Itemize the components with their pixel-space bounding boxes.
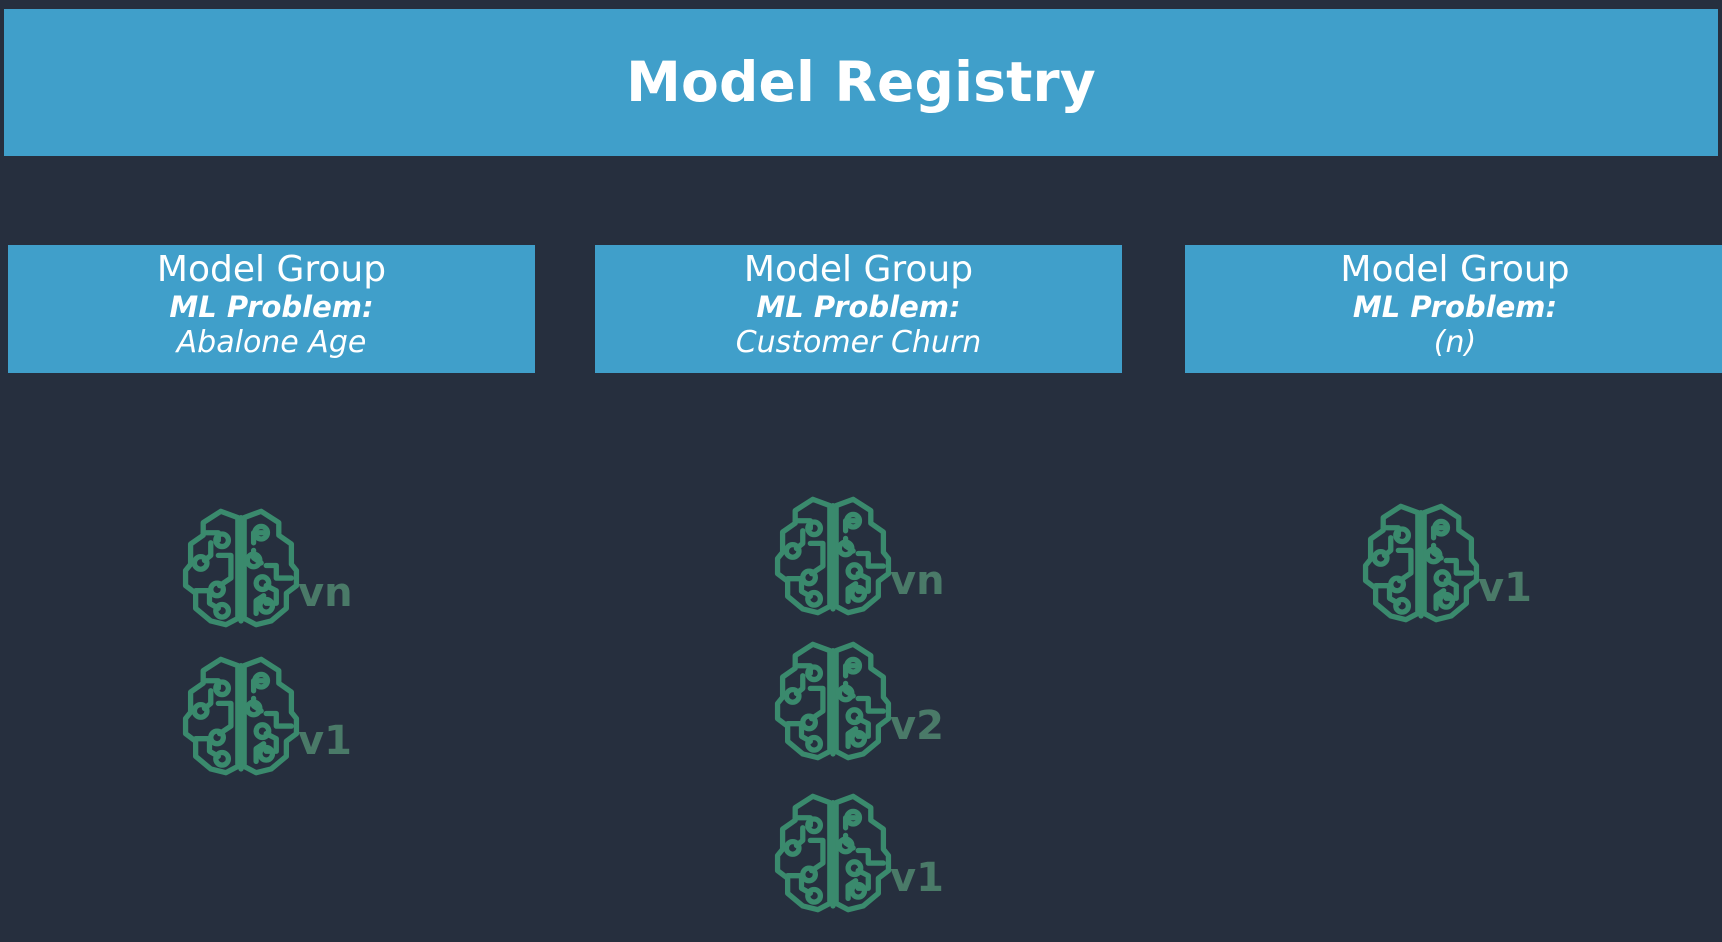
model-group-box-n[interactable]: Model Group ML Problem: (n) (1185, 245, 1722, 373)
model-version-label: v1 (1478, 565, 1532, 611)
ml-problem-label: ML Problem: (756, 290, 961, 325)
ml-problem-value: (n) (1433, 325, 1477, 361)
ml-problem-label: ML Problem: (169, 290, 374, 325)
model-version-label: vn (890, 558, 945, 604)
model-version-item[interactable]: vn (770, 493, 945, 619)
model-group-title: Model Group (156, 249, 387, 290)
model-version-item[interactable]: v2 (770, 638, 944, 764)
brain-circuit-icon (774, 641, 892, 761)
ml-problem-value: Abalone Age (176, 325, 367, 361)
model-group-box-abalone-age[interactable]: Model Group ML Problem: Abalone Age (8, 245, 535, 373)
model-version-label: v1 (298, 718, 352, 764)
model-group-title: Model Group (1340, 249, 1570, 290)
model-version-label: v2 (890, 703, 944, 749)
page-title: Model Registry (626, 50, 1096, 114)
model-registry-header: Model Registry (4, 9, 1718, 156)
brain-circuit-icon (1362, 503, 1480, 623)
model-version-item[interactable]: v1 (1358, 500, 1532, 626)
brain-circuit-icon (182, 656, 300, 776)
model-version-label: vn (298, 570, 353, 616)
model-version-item[interactable]: v1 (178, 653, 352, 779)
model-version-item[interactable]: vn (178, 505, 353, 631)
brain-circuit-icon (774, 793, 892, 913)
model-version-item[interactable]: v1 (770, 790, 944, 916)
model-version-label: v1 (890, 855, 944, 901)
ml-problem-label: ML Problem: (1352, 290, 1558, 325)
ml-problem-value: Customer Churn (735, 325, 982, 361)
model-group-title: Model Group (743, 249, 974, 290)
brain-circuit-icon (774, 496, 892, 616)
model-group-box-customer-churn[interactable]: Model Group ML Problem: Customer Churn (595, 245, 1122, 373)
brain-circuit-icon (182, 508, 300, 628)
